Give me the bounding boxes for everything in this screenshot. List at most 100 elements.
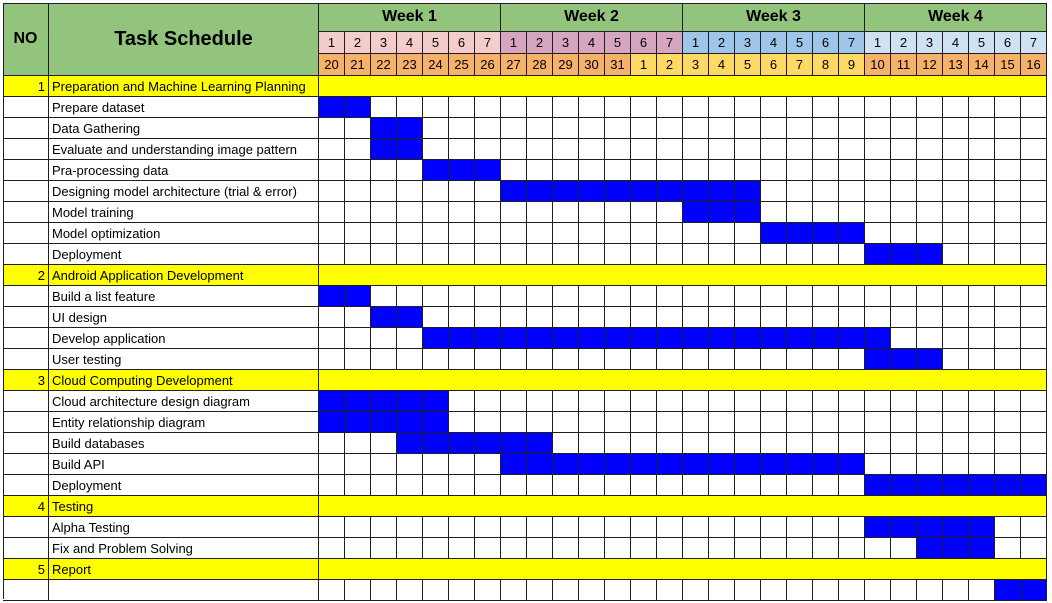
gantt-empty-cell: [1021, 160, 1047, 181]
gantt-empty-cell: [943, 391, 969, 412]
gantt-empty-cell: [683, 412, 709, 433]
gantt-empty-cell: [761, 517, 787, 538]
gantt-empty-cell: [475, 181, 501, 202]
gantt-empty-cell: [787, 517, 813, 538]
gantt-empty-cell: [449, 181, 475, 202]
gantt-empty-cell: [423, 223, 449, 244]
gantt-bar-cell: [527, 328, 553, 349]
gantt-empty-cell: [345, 244, 371, 265]
gantt-empty-cell: [631, 517, 657, 538]
gantt-empty-cell: [657, 286, 683, 307]
row-number-cell: [3, 223, 49, 244]
gantt-empty-cell: [423, 202, 449, 223]
gantt-empty-cell: [891, 286, 917, 307]
gantt-empty-cell: [865, 580, 891, 601]
gantt-empty-cell: [839, 181, 865, 202]
gantt-empty-cell: [475, 202, 501, 223]
date-number: 30: [579, 54, 605, 76]
gantt-empty-cell: [891, 412, 917, 433]
gantt-empty-cell: [839, 118, 865, 139]
gantt-empty-cell: [1021, 412, 1047, 433]
gantt-bar-cell: [631, 454, 657, 475]
week-header: Week 4: [865, 3, 1047, 32]
gantt-empty-cell: [709, 244, 735, 265]
gantt-bar-cell: [917, 475, 943, 496]
section-number: 2: [3, 265, 49, 286]
gantt-empty-cell: [891, 97, 917, 118]
date-number: 1: [631, 54, 657, 76]
gantt-empty-cell: [709, 391, 735, 412]
gantt-empty-cell: [891, 391, 917, 412]
gantt-empty-cell: [579, 286, 605, 307]
gantt-bar-cell: [709, 454, 735, 475]
date-number: 2: [657, 54, 683, 76]
gantt-empty-cell: [969, 328, 995, 349]
gantt-bar-cell: [657, 328, 683, 349]
gantt-empty-cell: [319, 307, 345, 328]
gantt-empty-cell: [345, 454, 371, 475]
gantt-empty-cell: [995, 328, 1021, 349]
gantt-bar-cell: [579, 181, 605, 202]
gantt-empty-cell: [319, 454, 345, 475]
gantt-empty-cell: [1021, 181, 1047, 202]
gantt-bar-cell: [423, 433, 449, 454]
date-number: 29: [553, 54, 579, 76]
gantt-empty-cell: [1021, 223, 1047, 244]
gantt-empty-cell: [865, 286, 891, 307]
gantt-empty-cell: [1021, 97, 1047, 118]
gantt-empty-cell: [657, 118, 683, 139]
gantt-empty-cell: [631, 349, 657, 370]
gantt-empty-cell: [605, 97, 631, 118]
gantt-empty-cell: [345, 223, 371, 244]
gantt-bar-cell: [605, 181, 631, 202]
gantt-bar-cell: [787, 454, 813, 475]
gantt-bar-cell: [475, 160, 501, 181]
gantt-bar-cell: [787, 328, 813, 349]
gantt-bar-cell: [501, 454, 527, 475]
gantt-empty-cell: [1021, 139, 1047, 160]
gantt-empty-cell: [995, 307, 1021, 328]
gantt-empty-cell: [735, 538, 761, 559]
gantt-empty-cell: [319, 202, 345, 223]
gantt-empty-cell: [371, 202, 397, 223]
gantt-empty-cell: [995, 517, 1021, 538]
day-number: 7: [657, 32, 683, 54]
gantt-bar-cell: [813, 454, 839, 475]
task-name: Build databases: [49, 433, 319, 454]
gantt-empty-cell: [839, 139, 865, 160]
gantt-empty-cell: [449, 391, 475, 412]
gantt-empty-cell: [735, 223, 761, 244]
gantt-empty-cell: [891, 580, 917, 601]
gantt-empty-cell: [761, 433, 787, 454]
task-name: Cloud architecture design diagram: [49, 391, 319, 412]
gantt-empty-cell: [631, 118, 657, 139]
gantt-empty-cell: [397, 538, 423, 559]
gantt-empty-cell: [969, 580, 995, 601]
gantt-empty-cell: [995, 181, 1021, 202]
gantt-empty-cell: [865, 307, 891, 328]
gantt-empty-cell: [813, 118, 839, 139]
gantt-empty-cell: [527, 307, 553, 328]
gantt-empty-cell: [579, 412, 605, 433]
gantt-bar-cell: [761, 328, 787, 349]
gantt-empty-cell: [371, 244, 397, 265]
gantt-empty-cell: [501, 412, 527, 433]
gantt-empty-cell: [553, 538, 579, 559]
gantt-empty-cell: [995, 244, 1021, 265]
gantt-empty-cell: [683, 223, 709, 244]
gantt-empty-cell: [761, 580, 787, 601]
gantt-empty-cell: [813, 433, 839, 454]
gantt-empty-cell: [527, 244, 553, 265]
gantt-empty-cell: [579, 244, 605, 265]
gantt-bar-cell: [397, 307, 423, 328]
task-name: UI design: [49, 307, 319, 328]
gantt-empty-cell: [735, 391, 761, 412]
gantt-empty-cell: [1021, 202, 1047, 223]
gantt-bar-cell: [761, 454, 787, 475]
gantt-bar-cell: [449, 433, 475, 454]
gantt-empty-cell: [865, 202, 891, 223]
gantt-empty-cell: [995, 97, 1021, 118]
row-number-cell: [3, 517, 49, 538]
gantt-empty-cell: [683, 286, 709, 307]
gantt-empty-cell: [449, 580, 475, 601]
